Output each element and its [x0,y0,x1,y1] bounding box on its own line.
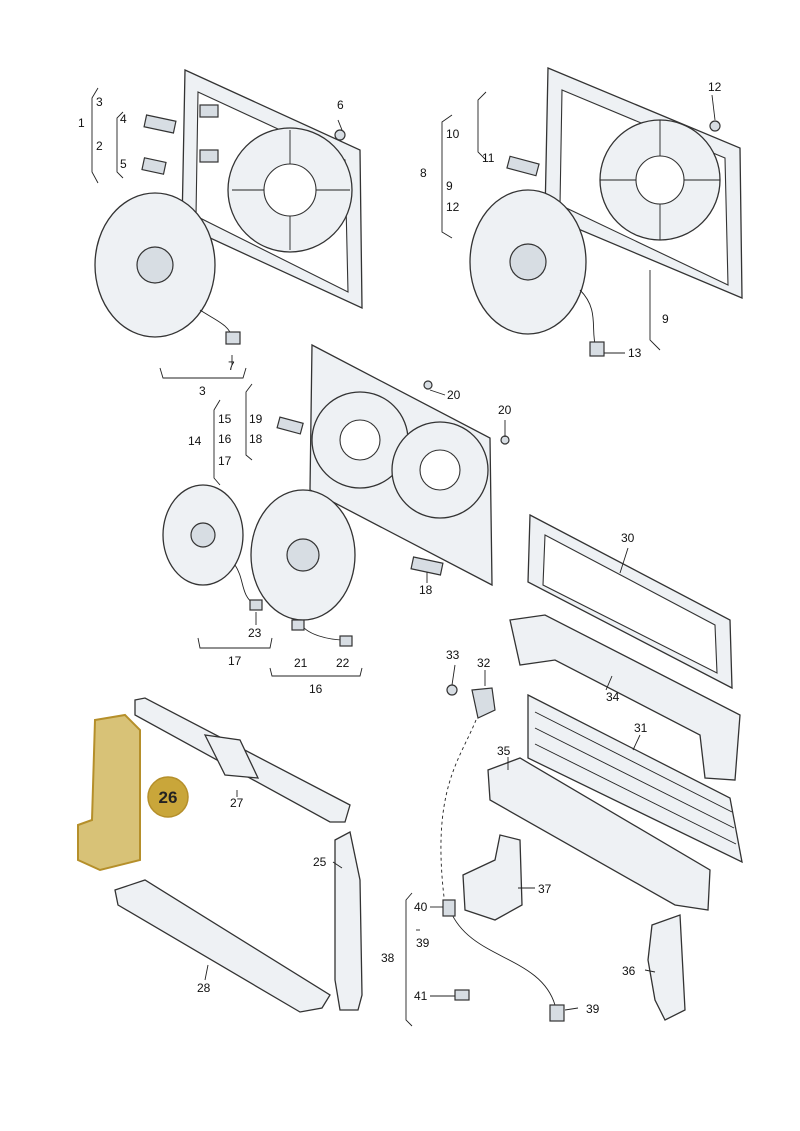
label-10: 10 [446,127,460,141]
label-9a: 9 [446,179,453,193]
label-14: 14 [188,434,202,448]
label-4: 4 [120,112,127,126]
label-40: 40 [414,900,428,914]
label-9b: 9 [662,312,669,326]
label-6: 6 [337,98,344,112]
fan-1 [94,192,241,345]
bolt-20b [500,435,510,445]
leader-lines [91,87,716,1027]
label-28: 28 [197,981,211,995]
label-27: 27 [230,796,244,810]
part-41 [454,989,470,1001]
part-18 [410,556,444,576]
label-8: 8 [420,166,427,180]
label-30: 30 [621,531,635,545]
sensor-32 [471,687,496,719]
label-18b: 18 [419,583,433,597]
label-20b: 20 [498,403,512,417]
twin-fan-shroud-14 [309,343,493,587]
bolt-12 [709,120,721,132]
label-11: 11 [482,151,495,165]
fan-16 [250,489,356,647]
part-11 [506,155,540,177]
fan-8 [469,189,605,357]
label-21: 21 [294,656,308,670]
duct-34 [509,614,741,781]
label-38: 38 [381,951,395,965]
label-1: 1 [78,116,85,130]
label-3a: 3 [96,95,103,109]
label-19: 19 [249,412,263,426]
label-12a: 12 [446,200,460,214]
label-5: 5 [120,157,127,171]
label-3b: 3 [199,384,206,398]
svg-text:26: 26 [159,788,178,807]
part-5 [141,157,167,175]
label-16b: 16 [309,682,323,696]
bolt-33 [446,684,458,696]
label-7: 7 [228,359,235,373]
fan-shroud-assembly-1 [181,68,363,310]
label-22: 22 [336,656,350,670]
label-12b: 12 [708,80,722,94]
label-16a: 16 [218,432,232,446]
part-4 [143,114,177,134]
bolt-6 [334,129,346,141]
part-40 [442,899,456,917]
part-19 [276,416,304,435]
label-18a: 18 [249,432,263,446]
label-17b: 17 [228,654,242,668]
label-36: 36 [622,964,636,978]
label-15: 15 [218,412,232,426]
bracket-36 [647,914,686,1021]
label-41: 41 [414,989,428,1003]
callout-badge-26: 26 [147,776,189,818]
label-17a: 17 [218,454,232,468]
label-37: 37 [538,882,552,896]
label-2: 2 [96,139,103,153]
label-32: 32 [477,656,491,670]
bracket-25 [334,831,363,1011]
label-35: 35 [497,744,511,758]
label-39a: 39 [416,936,430,950]
air-guide-26 [77,713,141,872]
label-31: 31 [634,721,648,735]
bolt-20a [423,380,433,390]
part-labels: 1 3 2 4 5 6 7 3 8 10 9 12 11 12 9 13 14 … [78,80,722,1016]
fan-shroud-assembly-8 [544,67,743,299]
bracket-37 [462,834,523,921]
label-34: 34 [606,690,620,704]
label-39b: 39 [586,1002,600,1016]
air-guide-35 [487,757,711,911]
label-23: 23 [248,626,262,640]
cross-member-28 [114,879,331,1013]
label-33: 33 [446,648,460,662]
label-25: 25 [313,855,327,869]
wiring-39 [449,909,556,1006]
label-13: 13 [628,346,642,360]
fan-17 [162,484,263,611]
label-20a: 20 [447,388,461,402]
